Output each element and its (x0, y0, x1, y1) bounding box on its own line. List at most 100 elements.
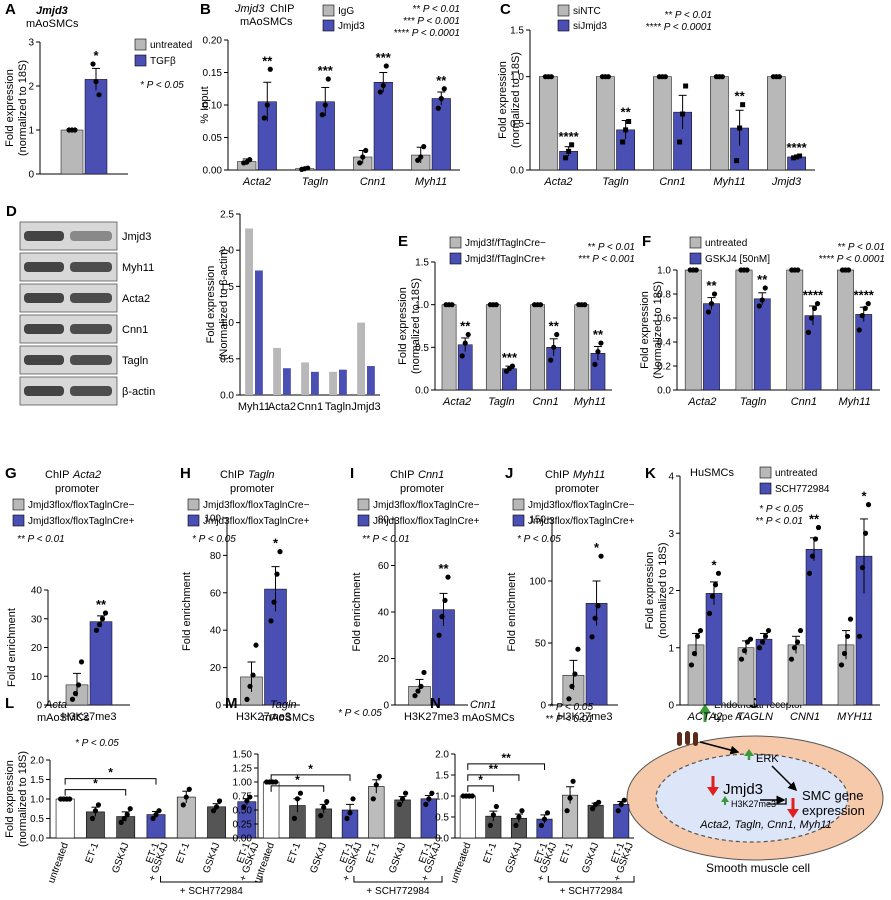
bar (146, 814, 166, 839)
smc-gene-label-2: expression (802, 803, 865, 818)
bar (574, 304, 590, 391)
significance-bracket (467, 763, 545, 770)
legend-swatch (134, 38, 147, 51)
y-axis-label-line: Fold expression (497, 61, 509, 139)
receptor-icon (677, 731, 698, 746)
significance-mark: **** (803, 288, 824, 303)
h3k-up-arrow-head-icon (721, 796, 729, 802)
x-tick-label: Acta2 (242, 176, 271, 188)
data-point (711, 291, 718, 297)
legend-swatch (449, 236, 462, 249)
data-point (426, 796, 432, 802)
data-point (548, 74, 554, 80)
legend-label: Jmjd3 (338, 21, 365, 32)
data-point (598, 553, 604, 559)
p-value-note: *** P < 0.001 (578, 254, 635, 265)
x-tick-label: GSK4J (580, 841, 601, 875)
significance-mark: * (478, 773, 483, 787)
x-tick-label: untreated (449, 841, 474, 884)
y-tick-label: 1.5 (435, 771, 449, 782)
blot-band (70, 293, 112, 303)
data-point (788, 656, 795, 662)
x-tick-label: Tagln (302, 176, 329, 188)
y-tick-label: 3 (28, 38, 34, 49)
y-tick-label: 0.0 (415, 386, 429, 397)
data-point (596, 799, 602, 805)
panel-o-diagram: O Endothelial receptor type A ERK Jmjd3 … (626, 695, 884, 875)
significance-mark: ** (549, 319, 560, 334)
data-point (69, 696, 76, 702)
data-point (442, 597, 448, 603)
blot-band (24, 386, 64, 396)
data-point (436, 632, 442, 638)
legend-swatch (12, 498, 25, 511)
data-point (569, 683, 575, 690)
y-tick-label: 0.20 (203, 36, 223, 47)
blot-band (24, 293, 64, 303)
p-value-note: ** P < 0.01 (837, 242, 885, 253)
legend-swatch (689, 236, 702, 249)
data-point (805, 329, 812, 335)
y-axis-label: Fold enrichment (181, 572, 193, 651)
data-point (294, 796, 301, 802)
panel-title: ChIP (220, 469, 244, 481)
significance-mark: ** (438, 561, 449, 576)
y-axis-label-line: Fold enrichment (6, 608, 18, 687)
x-tick-label: untreated (46, 841, 71, 884)
bar (339, 369, 347, 395)
data-point (582, 302, 588, 308)
y-tick-label: 0.0 (657, 386, 671, 397)
blot-band (24, 231, 64, 241)
y-axis-label-line: Fold expression (4, 69, 16, 147)
panel-subtitle: mAoSMCs (262, 712, 315, 724)
x-tick-label: Myh11 (238, 401, 270, 413)
legend-label: Jmjd3flox/floxTaglnCre+ (373, 516, 480, 527)
data-point (620, 139, 626, 145)
data-point (253, 642, 259, 648)
blot-band (70, 386, 112, 396)
data-point (509, 363, 516, 369)
legend-label: GSKJ4 [50nM] (705, 254, 770, 265)
y-tick-label: 0.5 (220, 354, 234, 365)
data-point (677, 139, 683, 145)
legend-label: siJmjd3 (573, 21, 607, 32)
blot-label: Acta2 (122, 293, 150, 305)
significance-mark: ** (809, 512, 820, 527)
bar (245, 228, 253, 395)
x-tick-label: Jmjd3 (771, 176, 802, 188)
y-tick-label: 2 (28, 82, 34, 93)
panel-title-italic: Cnn1 (418, 469, 444, 481)
y-tick-label: 0.25 (233, 820, 253, 831)
data-point (435, 105, 441, 111)
data-point (325, 76, 331, 82)
bar (787, 644, 805, 706)
panel-letter: F (642, 233, 651, 250)
y-tick-label: 0.2 (657, 362, 671, 373)
data-point (441, 86, 447, 92)
bar (441, 304, 457, 391)
data-point (396, 801, 403, 808)
y-tick-label: 100 (204, 514, 221, 525)
data-point (623, 127, 629, 133)
y-axis-label-line: (normalized to 18S) (17, 60, 29, 156)
data-point (347, 810, 353, 816)
y-tick-label: 1.50 (233, 750, 253, 761)
y-axis-label-line: (Normalized to 18S) (652, 281, 664, 379)
x-tick-label: TAGLN (737, 711, 773, 723)
y-tick-label: 0.8 (657, 290, 671, 301)
data-point (210, 808, 217, 814)
data-point (150, 815, 156, 822)
legend-label: IgG (338, 6, 354, 17)
y-tick-label: 20 (210, 663, 222, 674)
jmjd3-down-arrow-head-icon (707, 787, 719, 796)
data-point (589, 634, 595, 640)
blot-label: β-actin (122, 386, 155, 398)
y-axis-label-line: Fold enrichment (351, 573, 363, 652)
blot-band (24, 324, 64, 334)
significance-bracket (270, 785, 325, 792)
x-tick-label: Acta2 (442, 396, 471, 408)
data-point (715, 570, 722, 576)
